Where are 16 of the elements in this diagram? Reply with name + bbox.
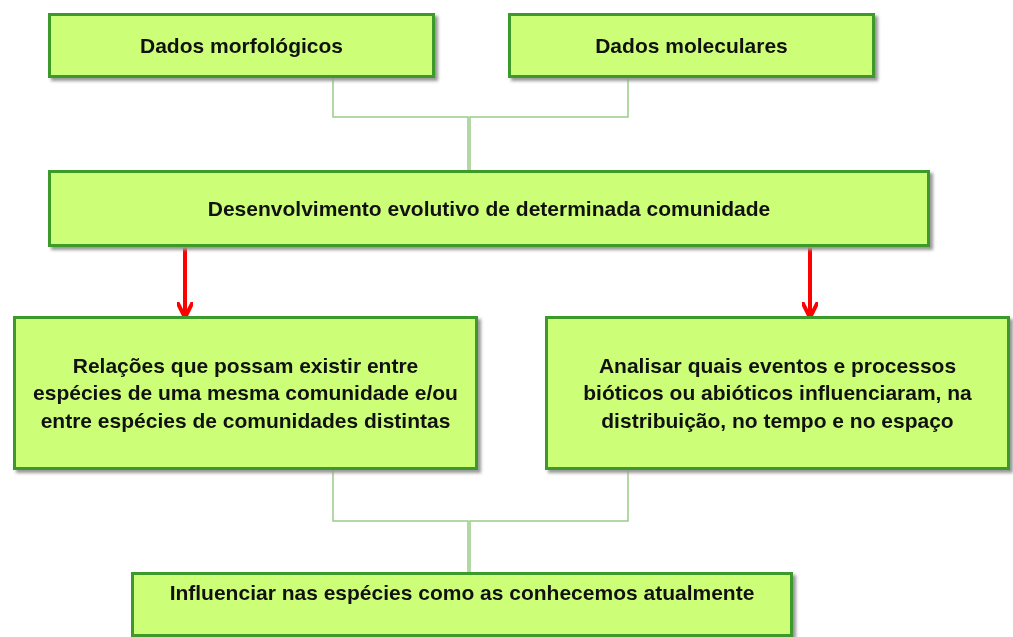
connector-line [469,469,629,573]
box-text: Desenvolvimento evolutivo de determinada comunidade [206,195,772,222]
box-text: Relações que possam existir entre espécies de uma mesma comunidade e/ou entre espécies de comunidades distintas [32,353,459,434]
process-box [48,170,930,247]
box-text: Dados morfológicos [139,32,344,59]
process-box [13,316,478,470]
process-box [48,13,435,78]
connector-line [332,469,469,573]
connector-line [469,77,629,171]
box-text: Dados moleculares [594,32,789,59]
box-text: Analisar quais eventos e processos bióticos ou abióticos influenciaram, na distribuição, no tempo e no espaço [582,353,973,434]
connector-line [332,77,469,171]
box-text: Influenciar nas espécies como as conhecemos atualmente [168,580,756,606]
process-box [508,13,875,78]
process-box [131,572,793,637]
process-box [545,316,1010,470]
